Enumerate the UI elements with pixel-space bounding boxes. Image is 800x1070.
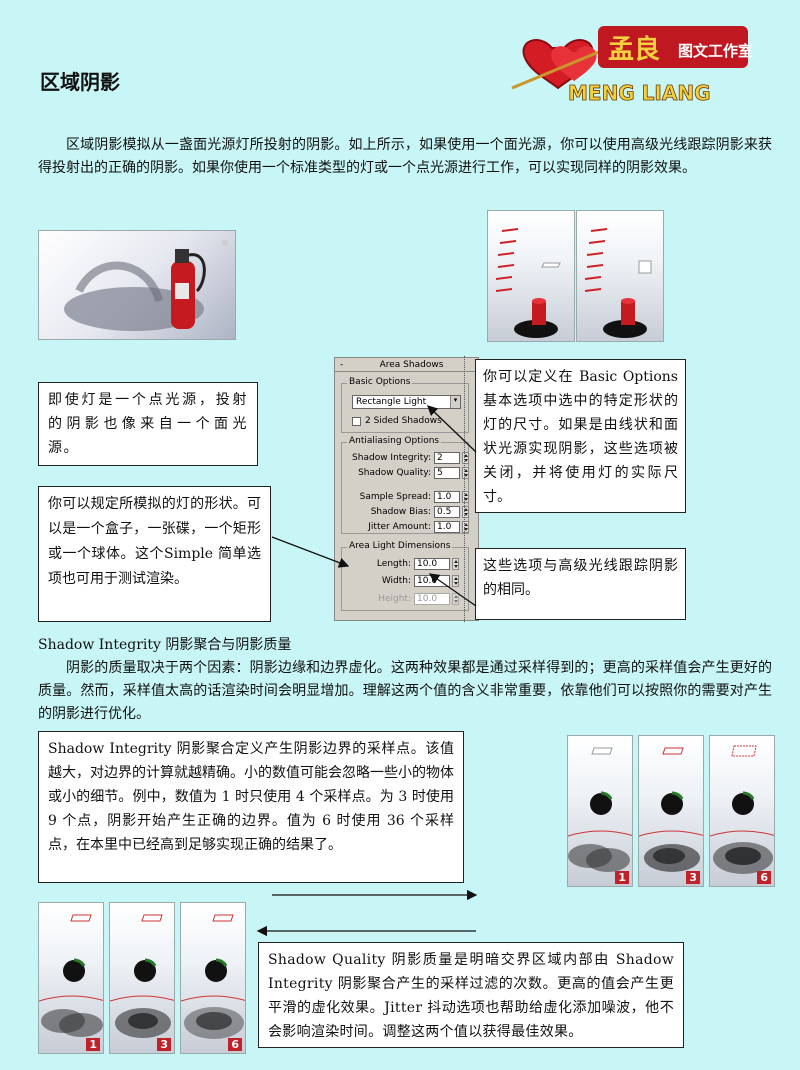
chevron-down-icon[interactable]: ▾	[450, 396, 460, 408]
quality-thumb-1: 1	[38, 902, 104, 1054]
shadow-quality-label: Shadow Quality:	[358, 468, 431, 478]
two-sided-shadows-checkbox[interactable]: 2 Sided Shadows	[352, 416, 442, 426]
height-input: 10.0	[414, 593, 450, 605]
sample-spread-spinner[interactable]	[462, 491, 469, 503]
section-heading: Shadow Integrity 阴影聚合与阴影质量	[38, 637, 292, 653]
integrity-thumbnails: 1 3 6	[567, 735, 775, 887]
section-paragraph: 阴影的质量取决于两个因素：阴影边缘和边界虚化。这两种效果都是通过采样得到的；更高…	[38, 660, 772, 722]
two-sided-label: 2 Sided Shadows	[365, 416, 442, 426]
quality-thumb-3: 3	[109, 902, 175, 1054]
sample-spread-label: Sample Spread:	[359, 492, 431, 502]
extinguisher-render	[38, 230, 236, 340]
logo-cn: 孟良	[608, 34, 660, 65]
thumb-badge: 6	[757, 871, 771, 884]
antialiasing-group: Antialiasing Options	[341, 436, 469, 534]
checkbox-box[interactable]	[352, 416, 361, 426]
height-label: Height:	[378, 594, 411, 604]
logo-en: MENG LIANG	[568, 81, 711, 105]
arrow-to-dropdown	[427, 405, 477, 453]
jitter-amount-label: Jitter Amount:	[368, 522, 431, 532]
thumb-badge: 3	[157, 1038, 171, 1051]
callout-same-options: 这些选项与高级光线跟踪阴影的相同。	[475, 548, 686, 620]
quality-thumb-6: 6	[180, 902, 246, 1054]
integrity-thumb-6: 6	[709, 735, 775, 887]
callout-shadow-quality: Shadow Quality 阴影质量是明暗交界区域内部由 Shadow Int…	[258, 942, 684, 1048]
thumb-badge: 3	[686, 871, 700, 884]
width-spinner[interactable]	[452, 575, 459, 587]
panel-header[interactable]: - Area Shadows	[335, 358, 478, 372]
page-title: 区域阴影	[40, 70, 120, 94]
shadow-integrity-spinner[interactable]	[462, 452, 469, 464]
height-row: Height: 10.0	[349, 593, 459, 605]
intro-paragraph: 区域阴影模拟从一盏面光源灯所投射的阴影。如上所示，如果使用一个面光源，你可以使用…	[38, 137, 772, 176]
area-shadows-panel: - Area Shadows Basic Options Rectangle L…	[334, 357, 479, 621]
callout-basic-options: 你可以定义在 Basic Options 基本选项中选中的特定形状的灯的尺寸。如…	[475, 359, 686, 513]
logo-sub: 图文工作室	[678, 42, 753, 60]
width-label: Width:	[381, 576, 411, 586]
area-light-dimensions-group: Area Light Dimensions	[341, 541, 469, 611]
callout-shadow-integrity: Shadow Integrity 阴影聚合定义产生阴影边界的采样点。该值越大，对…	[38, 731, 464, 883]
length-label: Length:	[376, 559, 411, 569]
sample-spread-row: Sample Spread: 1.0	[349, 491, 469, 503]
panel-title: Area Shadows	[379, 359, 444, 370]
jitter-amount-row: Jitter Amount: 1.0	[349, 521, 469, 533]
thumb-badge: 1	[86, 1038, 100, 1051]
dimensions-label: Area Light Dimensions	[347, 541, 453, 551]
integrity-thumb-3: 3	[638, 735, 704, 887]
jitter-amount-input[interactable]: 1.0	[434, 521, 460, 533]
length-spinner[interactable]	[452, 558, 459, 570]
arrow-to-length	[428, 573, 477, 607]
antialiasing-label: Antialiasing Options	[347, 436, 442, 446]
jitter-amount-spinner[interactable]	[462, 521, 469, 533]
basic-options-group: Basic Options	[341, 377, 469, 433]
thumb-badge: 6	[228, 1038, 242, 1051]
shadow-integrity-label: Shadow Integrity:	[352, 453, 431, 463]
shadow-bias-input[interactable]: 0.5	[434, 506, 460, 518]
length-row: Length: 10.0	[349, 558, 459, 570]
thumb-badge: 1	[615, 871, 629, 884]
shadow-quality-row: Shadow Quality: 5	[349, 467, 469, 479]
height-spinner	[452, 593, 459, 605]
integrity-thumb-1: 1	[567, 735, 633, 887]
render-box-light	[576, 210, 664, 342]
callout-light-shape: 你可以规定所模拟的灯的形状。可以是一个盒子，一张碟，一个矩形或一个球体。这个Si…	[38, 486, 271, 622]
arrow-to-dimensions	[271, 536, 350, 568]
length-input[interactable]: 10.0	[414, 558, 450, 570]
shadow-bias-spinner[interactable]	[462, 506, 469, 518]
shadow-integrity-row: Shadow Integrity: 2	[349, 452, 469, 464]
panel-divider	[464, 356, 465, 622]
render-rect-light	[487, 210, 575, 342]
shadow-bias-row: Shadow Bias: 0.5	[349, 506, 469, 518]
collapse-icon[interactable]: -	[340, 359, 344, 370]
studio-logo: 孟良 图文工作室 MENG LIANG	[508, 18, 758, 110]
light-type-value: Rectangle Light	[356, 397, 427, 407]
basic-options-label: Basic Options	[347, 377, 413, 387]
shadow-quality-input[interactable]: 5	[434, 467, 460, 479]
quality-thumbnails: 1 3 6	[38, 902, 246, 1054]
callout-point-light: 即使灯是一个点光源，投射的阴影也像来自一个面光源。	[38, 382, 258, 466]
shadow-integrity-input[interactable]: 2	[434, 452, 460, 464]
shadow-quality-spinner[interactable]	[462, 467, 469, 479]
sample-spread-input[interactable]: 1.0	[434, 491, 460, 503]
shadow-bias-label: Shadow Bias:	[370, 507, 431, 517]
